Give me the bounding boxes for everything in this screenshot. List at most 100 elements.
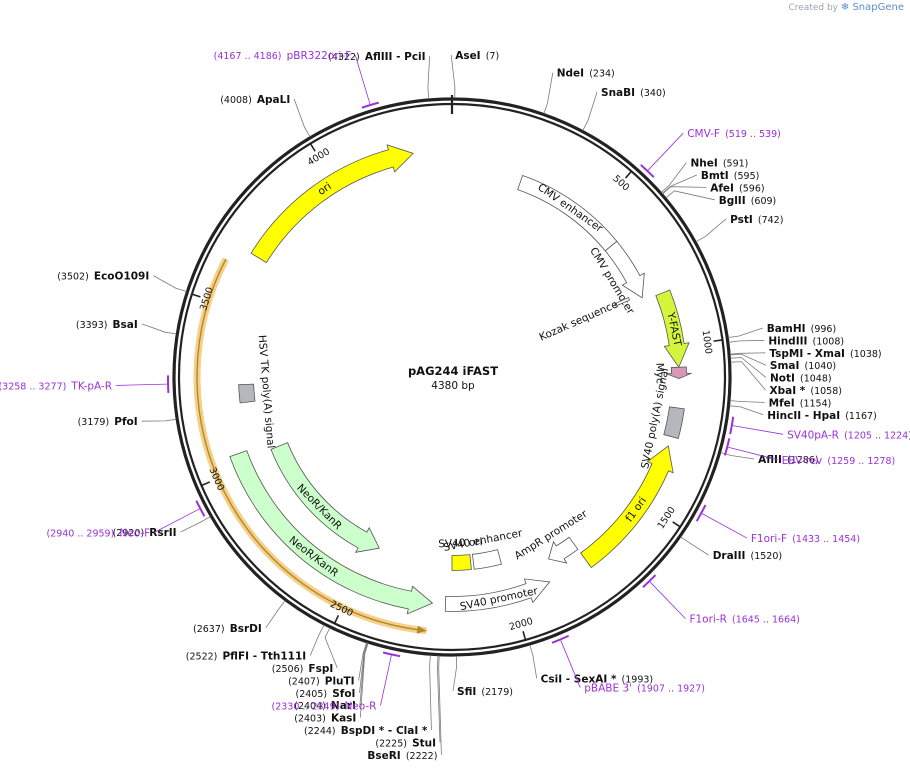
enzyme-site-tspmi-xmai[interactable]: TspMI - XmaI (1038) [730,342,882,361]
primer-tk-pa-r[interactable]: (3258 .. 3277) TK-pA-R [0,374,170,393]
feature-neor-kanr[interactable]: NeoR/KanR [229,450,434,615]
enzyme-position: (3393) [76,320,108,331]
enzyme-site-rsrii[interactable]: (2920) RsrII [113,516,211,541]
enzyme-site-afliii-pcii[interactable]: (4322) AflIII - PciI [328,45,430,100]
primer-ebv-rev[interactable]: EBV-rev (1259 .. 1278) [723,438,895,467]
enzyme-site-nari[interactable]: (2404) NarI [294,642,369,713]
enzyme-name: HincII - HpaI [767,410,840,422]
enzyme-site-xbai[interactable]: XbaI * (1058) [730,361,842,398]
enzyme-label: (2403) KasI [294,707,356,726]
feature-cmv-enhancer[interactable]: CMV enhancer [517,175,618,252]
primer-range: (4167 .. 4186) [214,51,282,62]
enzyme-site-sfii[interactable]: SfiI (2179) [452,655,513,699]
enzyme-name: ApaLI [257,94,290,106]
primer-leader-line [728,446,778,461]
primer-label: (2940 .. 2959) Neo-F [46,522,150,541]
enzyme-name: SmaI [770,360,800,372]
enzyme-name: PfoI [114,416,137,428]
primer-label: pBABE 3' (1907 .. 1927) [584,677,705,696]
primer-pbr322ori-f[interactable]: (4167 .. 4186) pBR322ori-F [214,44,379,109]
enzyme-position: (1038) [850,349,882,360]
enzyme-site-aflii[interactable]: AflII (1286) [720,448,819,467]
feature-sv40-promoter[interactable]: SV40 promoter [444,578,551,613]
primer-pbabe-3[interactable]: pBABE 3' (1907 .. 1927) [551,634,705,696]
feature-kozak-sequence[interactable]: Kozak sequence [538,297,631,344]
enzyme-site-stui[interactable]: (2225) StuI [375,655,441,751]
primer-neo-f[interactable]: (2940 .. 2959) Neo-F [46,500,206,541]
plasmid-name: pAG244 iFAST [408,364,498,378]
primer-leader-line [354,55,371,105]
enzyme-site-psti[interactable]: PstI (742) [695,208,783,243]
enzyme-leader-line [309,624,325,656]
enzyme-site-ndei[interactable]: NdeI (234) [543,62,615,114]
enzyme-site-pluti[interactable]: (2407) PluTI [288,642,367,689]
tick-mark [333,614,340,624]
enzyme-site-noti[interactable]: NotI (1048) [730,357,832,386]
enzyme-leader-line [680,536,709,556]
enzyme-name: PstI [730,214,753,226]
enzyme-site-nhei[interactable]: NheI (591) [660,152,748,193]
enzyme-name: SnaBI [601,87,635,99]
feature-shape [604,240,645,299]
enzyme-name: HindIII [768,335,807,347]
primer-f1ori-f[interactable]: F1ori-F (1433 .. 1454) [695,504,860,546]
enzyme-site-bglii[interactable]: BglII (609) [665,189,776,208]
enzyme-site-fspi[interactable]: (2506) FspI [272,627,338,676]
enzyme-site-mfei[interactable]: MfeI (1154) [729,391,832,410]
primer-sv40pa-r[interactable]: SV40pA-R (1205 .. 1224) [729,416,910,443]
enzyme-site-asei[interactable]: AseI (7) [450,44,499,99]
primer-binding-mark [695,504,707,522]
feature-hsv-tk-poly-a-signal[interactable]: HSV TK poly(A) signal [238,335,277,449]
enzyme-leader-line [660,162,687,193]
enzyme-position: (2407) [288,676,320,687]
primer-f1ori-r[interactable]: F1ori-R (1645 .. 1664) [642,574,800,627]
enzyme-site-bsai[interactable]: (3393) BsaI [76,313,177,335]
enzyme-site-pflfi-tth111i[interactable]: (2522) PflFI - Tth111I [186,624,325,664]
enzyme-label: SmaI (1040) [770,354,836,373]
enzyme-leader-line [324,627,338,669]
snapgene-logo: ❄ SnapGene [840,2,904,13]
enzyme-position: (595) [734,171,760,182]
primer-neo-r[interactable]: (2330 .. 2349) Neo-R [272,651,401,714]
feature-ampr-promoter[interactable]: AmpR promoter [512,507,590,564]
enzyme-site-bseri[interactable]: BseRI (2222) [367,655,442,763]
enzyme-site-sfoi[interactable]: (2405) SfoI [296,642,368,701]
primer-cmv-f[interactable]: CMV-F (519 .. 539) [640,122,781,178]
enzyme-site-csii-sexai[interactable]: CsiI - SexAI * (1993) [529,644,653,686]
primer-label: F1ori-R (1645 .. 1664) [689,608,799,627]
feature-myc[interactable]: Myc [653,363,692,384]
enzyme-site-hincii-hpai[interactable]: HincII - HpaI (1167) [729,404,877,423]
enzyme-site-hindiii[interactable]: HindIII (1008) [728,329,844,348]
primer-name: SV40pA-R [787,429,839,441]
enzyme-site-afei[interactable]: AfeI (596) [662,176,765,195]
enzyme-label: SnaBI (340) [601,81,666,100]
enzyme-position: (2403) [294,714,326,725]
feature-ori[interactable]: ori [250,144,414,264]
feature-f1-ori[interactable]: f1 ori [580,445,674,569]
orf-arrowhead [416,625,427,634]
enzyme-site-snabi[interactable]: SnaBI (340) [582,81,666,131]
feature-shape [471,549,502,570]
primer-label: F1ori-F (1433 .. 1454) [751,527,860,546]
feature-y-fast[interactable]: Y-FAST [655,289,690,369]
enzyme-site-bamhi[interactable]: BamHI (996) [728,317,836,338]
primer-binding-mark [642,574,657,588]
enzyme-name: TspMI - XmaI [769,348,845,360]
enzyme-leader-line [427,56,430,100]
enzyme-site-smai[interactable]: SmaI (1040) [730,353,836,373]
feature-sv40-ori[interactable]: SV40 ori [438,536,483,571]
enzyme-label: MfeI (1154) [769,391,832,410]
enzyme-site-bsrdi[interactable]: (2637) BsrDI [193,600,286,636]
enzyme-site-pfoi[interactable]: (3179) PfoI [78,410,177,429]
enzyme-name: KasI [331,713,356,725]
primer-label: SV40pA-R (1205 .. 1224) [787,423,910,442]
enzyme-site-draiii[interactable]: DraIII (1520) [680,536,782,563]
tick-mark [201,481,211,487]
enzyme-site-bspdi-clai[interactable]: (2244) BspDI * - ClaI * [304,655,432,738]
enzyme-site-kasi[interactable]: (2403) KasI [294,642,369,726]
enzyme-name: PluTI [325,675,355,687]
enzyme-site-apali[interactable]: (4008) ApaLI [220,88,311,138]
enzyme-site-ecoo109i[interactable]: (3502) EcoO109I [57,265,187,292]
tick-mark [713,339,723,342]
feature-label: Myc [653,363,665,384]
